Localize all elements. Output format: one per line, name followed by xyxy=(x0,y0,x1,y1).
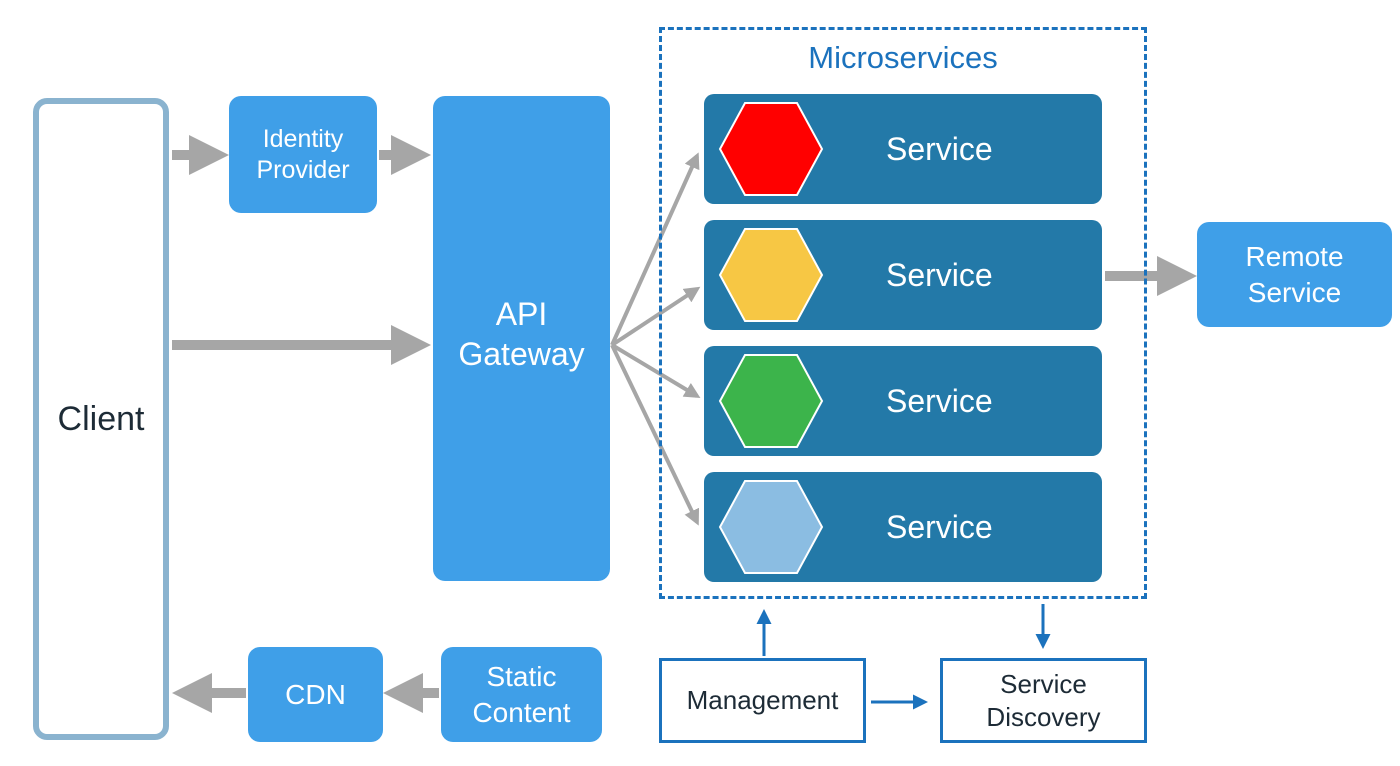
microservices-title: Microservices xyxy=(808,40,998,75)
api-gateway-node: API Gateway xyxy=(433,96,610,581)
management-node: Management xyxy=(659,658,866,743)
cdn-label: CDN xyxy=(285,678,346,710)
hexagon-shape-2 xyxy=(718,228,824,322)
service-label-2: Service xyxy=(886,256,993,293)
service-label-3: Service xyxy=(886,382,993,419)
hexagon-icon xyxy=(718,228,824,322)
service-node-3: Service xyxy=(704,346,1102,456)
client-node: Client xyxy=(33,98,169,740)
identity-provider-node: Identity Provider xyxy=(229,96,377,213)
service-node-2: Service xyxy=(704,220,1102,330)
hexagon-shape-3 xyxy=(718,354,824,448)
service-discovery-label: Service Discovery xyxy=(986,668,1101,732)
client-label: Client xyxy=(57,399,145,438)
service-label-4: Service xyxy=(886,508,993,545)
hexagon-icon xyxy=(718,102,824,196)
identity-provider-label: Identity Provider xyxy=(256,124,350,184)
service-discovery-node: Service Discovery xyxy=(940,658,1147,743)
remote-service-label: Remote Service xyxy=(1245,240,1344,308)
cdn-node: CDN xyxy=(248,647,383,742)
hexagon-icon xyxy=(718,354,824,448)
service-node-1: Service xyxy=(704,94,1102,204)
microservices-boundary xyxy=(659,27,1147,599)
service-label-1: Service xyxy=(886,130,993,167)
static-content-label: Static Content xyxy=(472,660,571,728)
service-node-4: Service xyxy=(704,472,1102,582)
static-content-node: Static Content xyxy=(441,647,602,742)
hexagon-shape-4 xyxy=(718,480,824,574)
management-label: Management xyxy=(686,685,839,715)
remote-service-node: Remote Service xyxy=(1197,222,1392,327)
api-gateway-label: API Gateway xyxy=(458,295,585,372)
hexagon-shape-1 xyxy=(718,102,824,196)
hexagon-icon xyxy=(718,480,824,574)
